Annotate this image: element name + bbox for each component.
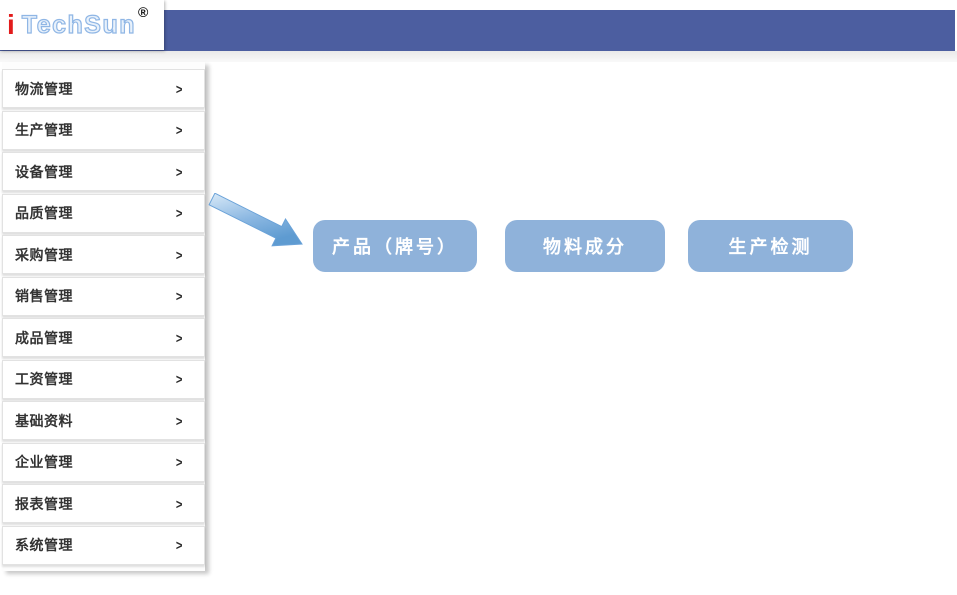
sidebar-item-label: 成品管理	[15, 329, 73, 346]
sidebar-item-payroll[interactable]: 工资管理 >	[2, 359, 205, 399]
sidebar-item-label: 设备管理	[15, 163, 73, 180]
sidebar-item-enterprise[interactable]: 企业管理 >	[2, 442, 205, 482]
chevron-right-icon: >	[175, 163, 183, 180]
pointer-arrow-icon	[208, 193, 303, 247]
chevron-right-icon: >	[175, 288, 183, 304]
chevron-right-icon: >	[175, 80, 183, 97]
brand-name: TechSun	[21, 10, 136, 39]
sidebar-item-finished-goods[interactable]: 成品管理 >	[2, 318, 205, 357]
sidebar-item-purchasing[interactable]: 采购管理 >	[2, 235, 205, 274]
sidebar-item-quality[interactable]: 品质管理 >	[2, 193, 205, 233]
sidebar-item-label: 销售管理	[15, 288, 73, 304]
sidebar-item-system[interactable]: 系统管理 >	[2, 525, 205, 565]
chevron-right-icon: >	[175, 122, 183, 138]
brand-mark: i	[7, 9, 15, 40]
button-production-inspection[interactable]: 生产检测	[688, 220, 853, 272]
chevron-right-icon: >	[175, 495, 183, 512]
sidebar-item-basic-data[interactable]: 基础资料 >	[2, 401, 205, 440]
subheader-strip	[0, 51, 957, 62]
brand-logo[interactable]: i TechSun ®	[0, 0, 164, 50]
sidebar-item-label: 生产管理	[15, 122, 73, 138]
chevron-right-icon: >	[175, 454, 183, 470]
sidebar-item-sales[interactable]: 销售管理 >	[2, 276, 205, 316]
sidebar-menu: 物流管理 > 生产管理 > 设备管理 > 品质管理 > 采购管理 > 销售管理 …	[2, 62, 205, 571]
chevron-right-icon: >	[175, 329, 183, 346]
sidebar-item-label: 系统管理	[15, 537, 73, 553]
chevron-right-icon: >	[175, 412, 183, 429]
sidebar-item-label: 品质管理	[15, 205, 73, 221]
sidebar-item-label: 物流管理	[15, 80, 73, 97]
sidebar-item-label: 企业管理	[15, 454, 73, 470]
chevron-right-icon: >	[175, 537, 183, 553]
sidebar-item-label: 工资管理	[15, 371, 73, 387]
button-material-composition[interactable]: 物料成分	[505, 220, 665, 272]
sidebar-item-logistics[interactable]: 物流管理 >	[2, 69, 205, 108]
sidebar-item-label: 采购管理	[15, 246, 73, 263]
chevron-right-icon: >	[175, 371, 183, 387]
sidebar-item-label: 基础资料	[15, 412, 73, 429]
sidebar-item-label: 报表管理	[15, 495, 73, 512]
button-product-brand[interactable]: 产品（牌号）	[313, 220, 477, 272]
sidebar-item-production[interactable]: 生产管理 >	[2, 110, 205, 150]
registered-trademark: ®	[138, 4, 149, 20]
sidebar-item-reports[interactable]: 报表管理 >	[2, 484, 205, 523]
sidebar-item-equipment[interactable]: 设备管理 >	[2, 152, 205, 191]
chevron-right-icon: >	[175, 205, 183, 221]
chevron-right-icon: >	[175, 246, 183, 263]
